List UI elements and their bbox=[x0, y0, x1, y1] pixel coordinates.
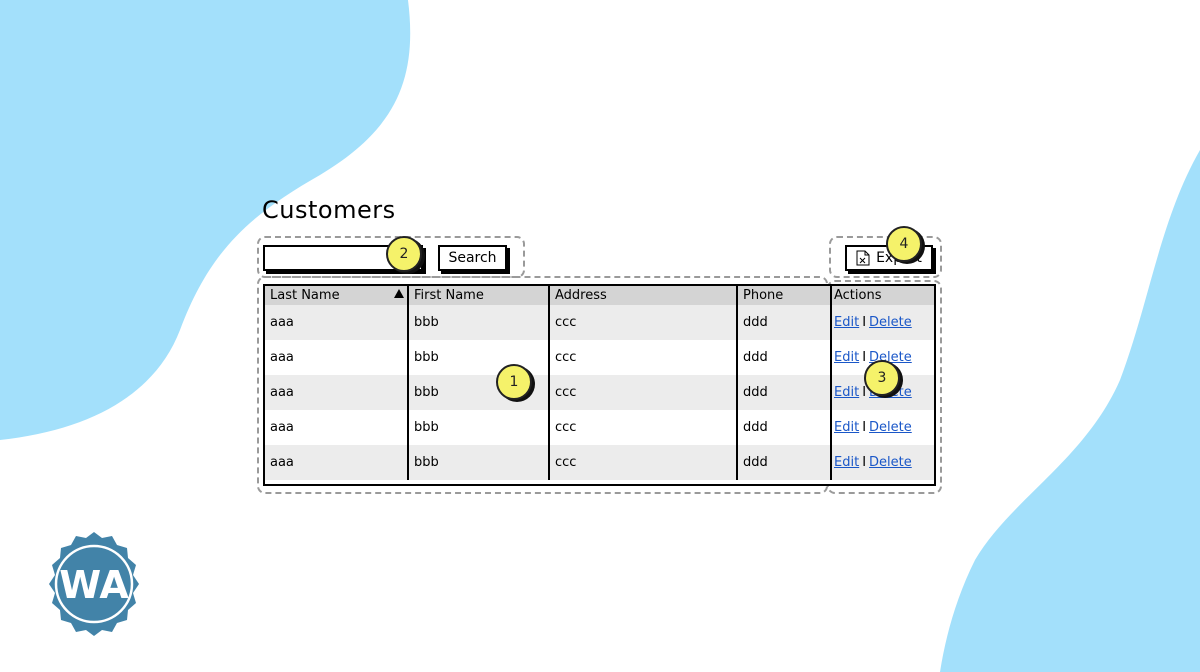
column-header-first-name[interactable]: First Name bbox=[408, 286, 550, 305]
cell-first-name: bbb bbox=[408, 305, 550, 340]
column-header-actions: Actions bbox=[831, 286, 934, 305]
cell-last-name: aaa bbox=[265, 445, 409, 480]
action-separator: I bbox=[862, 420, 867, 435]
search-button-label: Search bbox=[448, 250, 497, 266]
cell-first-name: bbb bbox=[408, 445, 550, 480]
edit-link[interactable]: Edit bbox=[834, 350, 860, 365]
annotation-marker-2: 2 bbox=[386, 236, 422, 272]
cell-address: ccc bbox=[549, 305, 738, 340]
cell-address: ccc bbox=[549, 410, 738, 445]
cell-address: ccc bbox=[549, 375, 738, 410]
logo-text: WA bbox=[59, 563, 129, 607]
cell-last-name: aaa bbox=[265, 375, 409, 410]
wa-badge-logo: WA bbox=[49, 532, 139, 636]
table-header-row: Last Name First Name Address Phone Actio… bbox=[265, 286, 934, 305]
action-separator: I bbox=[862, 350, 867, 365]
customers-grid: Last Name First Name Address Phone Actio… bbox=[263, 284, 936, 486]
action-separator: I bbox=[862, 315, 867, 330]
edit-link[interactable]: Edit bbox=[834, 315, 860, 330]
cell-phone: ddd bbox=[737, 340, 832, 375]
top-left-blob bbox=[0, 0, 411, 440]
cell-first-name: bbb bbox=[408, 410, 550, 445]
export-group-outline bbox=[829, 236, 942, 278]
delete-link[interactable]: Delete bbox=[869, 315, 912, 330]
edit-link[interactable]: Edit bbox=[834, 420, 860, 435]
edit-link[interactable]: Edit bbox=[834, 385, 860, 400]
cell-last-name: aaa bbox=[265, 410, 409, 445]
cell-address: ccc bbox=[549, 340, 738, 375]
delete-link[interactable]: Delete bbox=[869, 455, 912, 470]
annotation-marker-3: 3 bbox=[864, 360, 900, 396]
cell-last-name: aaa bbox=[265, 340, 409, 375]
column-header-address[interactable]: Address bbox=[549, 286, 738, 305]
search-button[interactable]: Search bbox=[438, 245, 507, 271]
delete-link[interactable]: Delete bbox=[869, 420, 912, 435]
cell-phone: ddd bbox=[737, 305, 832, 340]
sort-ascending-icon[interactable] bbox=[394, 289, 404, 298]
column-header-phone[interactable]: Phone bbox=[737, 286, 832, 305]
page-title: Customers bbox=[262, 196, 396, 224]
action-separator: I bbox=[862, 455, 867, 470]
annotation-marker-1: 1 bbox=[496, 364, 532, 400]
cell-address: ccc bbox=[549, 445, 738, 480]
excel-file-icon bbox=[856, 250, 870, 266]
action-separator: I bbox=[862, 385, 867, 400]
customers-table: Last Name First Name Address Phone Actio… bbox=[265, 286, 934, 480]
cell-phone: ddd bbox=[737, 375, 832, 410]
column-header-last-name[interactable]: Last Name bbox=[265, 286, 409, 305]
cell-last-name: aaa bbox=[265, 305, 409, 340]
edit-link[interactable]: Edit bbox=[834, 455, 860, 470]
annotation-marker-4: 4 bbox=[886, 226, 922, 262]
cell-phone: ddd bbox=[737, 445, 832, 480]
cell-phone: ddd bbox=[737, 410, 832, 445]
bottom-right-blob bbox=[940, 150, 1200, 672]
